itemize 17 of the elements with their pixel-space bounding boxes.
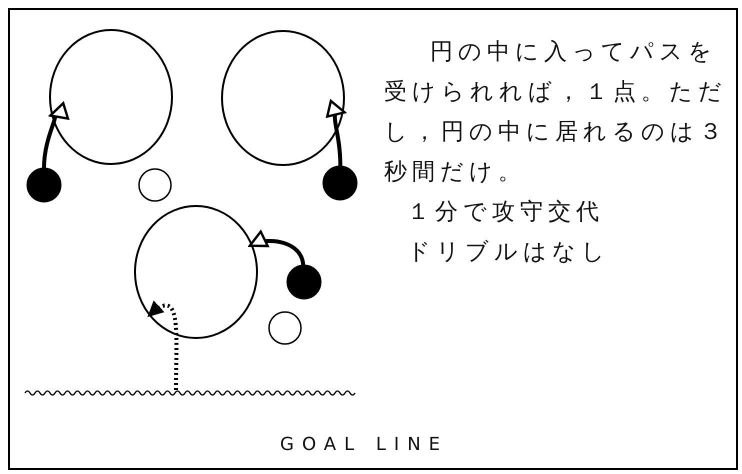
zone-circle [134,205,258,339]
attacker-marker [286,264,322,300]
defender-marker [138,168,172,202]
rule-text: 円の中に入ってパスを受けられれば，１点。ただし，円の中に居れるのは３秒間だけ。 [384,38,728,187]
pass-arrow [42,104,68,168]
pass-arrow [248,231,306,266]
goal-line-label: GOAL LINE [280,433,448,457]
zone-circle [221,30,345,166]
pass-arrow [326,101,346,166]
rule-text: １分で攻守交代 [406,198,605,227]
attacker-marker [26,168,62,202]
dotted-run-arrow [147,300,178,390]
defender-marker [268,311,302,345]
zone-circle [49,29,173,165]
rule-text: ドリブルはなし [406,238,611,267]
wavy-goal-line [24,390,356,396]
attacker-marker [322,166,358,200]
